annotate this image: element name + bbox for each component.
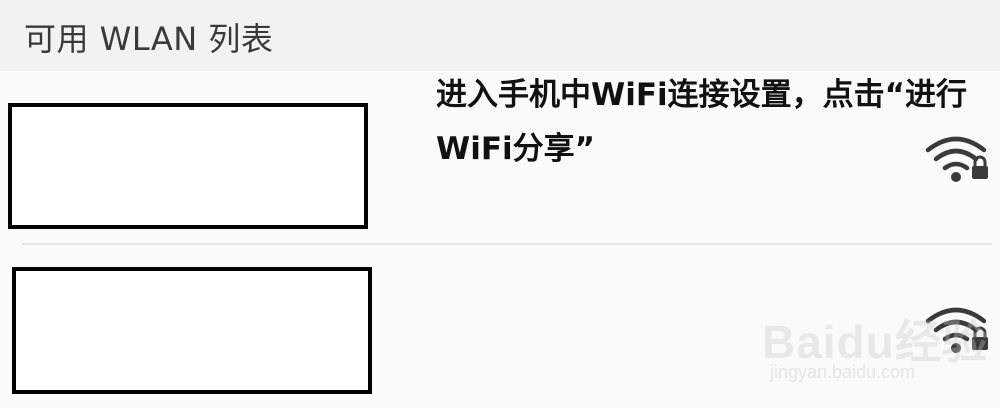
wifi-network-name-redacted[interactable]	[8, 103, 368, 229]
wifi-lock-icon[interactable]	[922, 132, 992, 184]
watermark-url: jingyan.baidu.com	[770, 362, 916, 382]
baidu-jingyan-watermark: Baidu经验 jingyan.baidu.com	[762, 296, 992, 396]
wlan-list-header: 可用 WLAN 列表	[0, 0, 1000, 71]
page-title: 可用 WLAN 列表	[24, 20, 274, 58]
wifi-network-name-redacted[interactable]	[12, 267, 372, 394]
instruction-annotation: 进入手机中WiFi连接设置，点击“进行WiFi分享”	[436, 77, 967, 167]
wifi-lock-icon[interactable]	[922, 303, 992, 355]
watermark-logo: Baidu经验	[762, 316, 989, 368]
list-divider	[22, 243, 992, 245]
